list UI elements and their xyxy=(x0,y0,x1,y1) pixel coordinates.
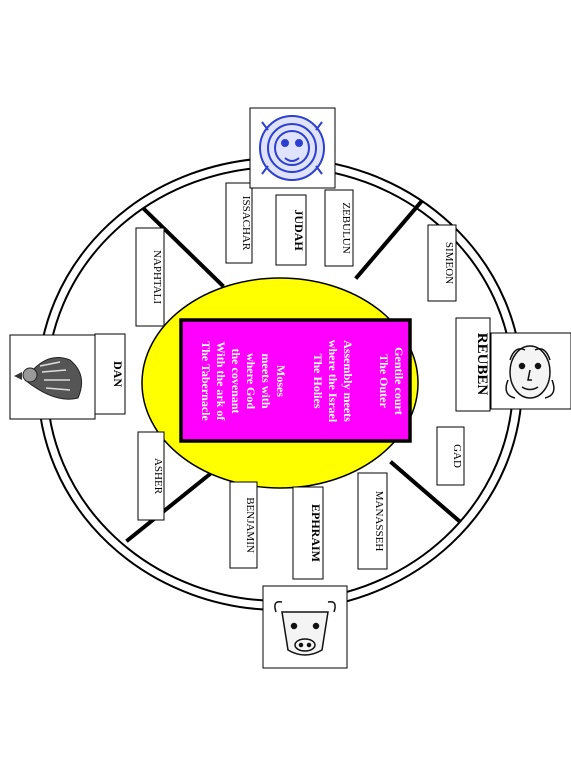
tribe-benjamin: BENJAMIN xyxy=(244,497,256,553)
tabernacle-line-2: With the ark of xyxy=(214,342,228,422)
emblem-eagle xyxy=(10,335,95,419)
tabernacle-line-6: Moses xyxy=(274,365,288,397)
court-line-2: Gentile court xyxy=(392,347,406,415)
tribe-judah: JUDAH xyxy=(292,209,306,251)
tribe-dan: DAN xyxy=(111,361,125,387)
holies-line-1: The Holies xyxy=(311,353,325,408)
tribe-naphtali: NAPHTALI xyxy=(151,250,163,304)
tribe-reuben: REUBEN xyxy=(474,333,490,396)
tribe-simeon: SIMEON xyxy=(443,242,455,284)
tabernacle-line-1: The Tabernacle xyxy=(199,341,213,421)
holies-line-2: where the Israel xyxy=(326,340,340,423)
emblem-ox xyxy=(263,586,347,668)
tribe-manasseh: MANASSEH xyxy=(373,491,385,552)
tabernacle-line-5: meets with xyxy=(259,354,273,409)
lion-icon xyxy=(260,116,324,180)
tribe-ephraim: EPHRAIM xyxy=(309,504,323,562)
emblem-lion xyxy=(250,108,335,188)
holies-line-3: Assembly meets xyxy=(341,340,355,422)
tribe-zebulun: ZEBULUN xyxy=(340,202,352,253)
tabernacle-line-3: the covenant xyxy=(229,349,243,414)
tribe-gad: GAD xyxy=(451,444,463,468)
court-line-1: The Outer xyxy=(377,354,391,408)
tribe-asher: ASHER xyxy=(152,458,164,495)
tabernacle-line-4: where God xyxy=(244,353,258,409)
emblem-man xyxy=(491,333,571,409)
tribe-issachar: ISSACHAR xyxy=(240,196,252,251)
